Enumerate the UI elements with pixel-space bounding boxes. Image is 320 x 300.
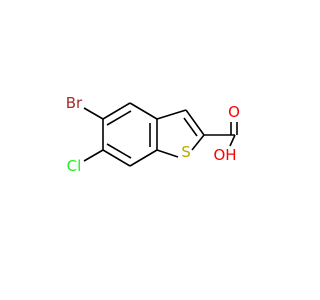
bond-c4-c5-inner [106,110,132,126]
bond-c6-c5-inner [106,143,132,159]
bond-c4-c5 [102,102,131,120]
bond-c2-s [191,134,205,151]
bond-c3-c2-inner [183,117,198,137]
molecule-diagram: Br Cl S O OH [66,94,240,175]
bond-c7-c6 [129,149,158,167]
bond-c3-c2 [185,109,205,136]
bromine-label: Br [66,94,83,112]
bond-c6-c5 [102,149,131,167]
bond-c6-cl [83,149,104,162]
bond-c3a-c3 [156,109,187,120]
carbonyl-oxygen-label: O [228,103,240,121]
bond-c3a-c7a [129,102,158,120]
chlorine-label: Cl [67,157,82,175]
bonds [83,102,238,167]
atom-labels: Br Cl S O OH [66,94,240,175]
hydroxyl-label: OH [213,146,236,164]
sulfur-label: S [181,143,191,161]
bond-c-oh [229,134,236,147]
bond-c5-br [83,107,104,120]
bond-s-c7a [156,149,179,158]
